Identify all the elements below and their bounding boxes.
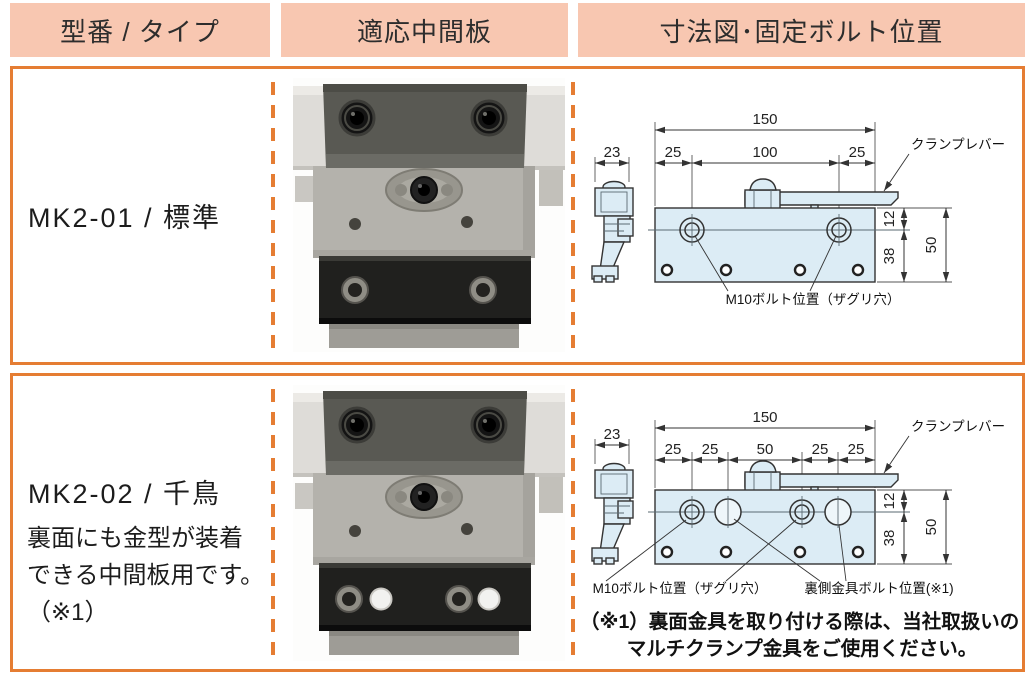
side-view xyxy=(591,180,634,283)
left-tab xyxy=(295,483,317,509)
header-col-model-type: 型番 / タイプ xyxy=(10,3,270,57)
header-col-plate: 適応中間板 xyxy=(281,3,568,57)
dim-12-label: 12 xyxy=(881,493,898,510)
dimension-drawing-mk2-02: 150 23 25 25 50 25 25 xyxy=(591,409,1005,596)
description-line-2: できる中間板用です。 xyxy=(27,562,265,589)
dim-25b-label: 25 xyxy=(849,144,866,161)
dim-38-label: 38 xyxy=(881,248,898,265)
m10-bolt-hole-right xyxy=(826,214,852,246)
small-hole-3 xyxy=(793,263,807,277)
divider-row1-col1 xyxy=(271,82,275,352)
through-hole-left xyxy=(369,587,393,611)
m10-leader-1 xyxy=(605,519,687,582)
m10-bolt-hole-left xyxy=(679,214,705,246)
center-oval-bolt xyxy=(385,168,463,212)
m10-leader-left xyxy=(694,235,729,292)
bottom-tongue xyxy=(329,324,519,348)
intermediate-plate-photo-staggered xyxy=(293,385,565,661)
dim-23-label: 23 xyxy=(604,426,621,443)
dim-150-label: 150 xyxy=(752,409,777,426)
small-hole-right xyxy=(461,523,473,535)
footnote-line-2: マルチクランプ金具をご使用ください。 xyxy=(626,638,978,660)
divider-row2-col2 xyxy=(571,389,575,659)
right-tab xyxy=(539,477,563,513)
dimension-drawing-mk2-01: 150 23 25 100 25 xyxy=(591,111,1005,307)
dim-23-label: 23 xyxy=(604,144,621,161)
through-hole-right xyxy=(477,587,501,611)
socket-screw-left xyxy=(338,406,376,444)
small-hole-2 xyxy=(719,545,733,559)
rear-bolt-label: 裏側金具ボルト位置(※1) xyxy=(804,581,953,596)
clamp-lever-label: クランプレバー xyxy=(911,137,1005,152)
dim-150-label: 150 xyxy=(752,111,777,128)
small-hole-left xyxy=(349,218,361,230)
small-hole-left xyxy=(349,525,361,537)
hex-nut-left xyxy=(335,585,363,613)
model-description: 裏面にも金型が装着 できる中間板用です。 （※1） xyxy=(27,520,279,631)
m10-bolt-label: M10ボルト位置（ザグリ穴） xyxy=(726,292,901,307)
intermediate-plate-photo-standard xyxy=(293,78,565,352)
dim-25a-label: 25 xyxy=(665,441,682,458)
divider-row2-col1 xyxy=(271,389,275,659)
m10-bolt-hole-1 xyxy=(679,496,705,528)
m10-leader-2 xyxy=(725,519,797,582)
footnote-line-1: （※1）裏面金具を取り付ける際は、当社取扱いの xyxy=(580,611,1020,633)
left-tab xyxy=(295,176,317,202)
clamp-lever-leader xyxy=(883,435,910,474)
dim-25c-label: 25 xyxy=(812,441,829,458)
model-name-mk2-02: MK2-02 / 千鳥 xyxy=(28,479,222,509)
right-tab xyxy=(539,170,563,206)
socket-screw-right xyxy=(470,406,508,444)
dim-25d-label: 25 xyxy=(848,441,865,458)
m10-leader-right xyxy=(809,235,837,292)
description-line-1: 裏面にも金型が装着 xyxy=(27,525,243,552)
dim-50-label: 50 xyxy=(923,519,940,536)
socket-screw-right xyxy=(470,99,508,137)
socket-screw-left xyxy=(338,99,376,137)
footnote: （※1）裏面金具を取り付ける際は、当社取扱いの マルチクランプ金具をご使用くださ… xyxy=(580,609,1024,663)
m10-bolt-label: M10ボルト位置（ザグリ穴） xyxy=(593,581,768,596)
small-hole-right xyxy=(461,216,473,228)
center-oval-bolt xyxy=(385,475,463,519)
m10-bolt-hole-2 xyxy=(789,496,815,528)
dim-50-label: 50 xyxy=(923,237,940,254)
hex-nut-right xyxy=(445,585,473,613)
dim-50-label-top: 50 xyxy=(757,441,774,458)
side-view xyxy=(591,462,634,565)
small-hole-2 xyxy=(719,263,733,277)
small-hole-1 xyxy=(660,545,674,559)
rear-leader-2 xyxy=(838,524,847,582)
dim-12-label: 12 xyxy=(881,211,898,228)
bottom-tongue xyxy=(329,631,519,655)
dim-100-label: 100 xyxy=(752,144,777,161)
divider-row1-col2 xyxy=(571,82,575,352)
small-hole-4 xyxy=(851,263,865,277)
hex-nut-left xyxy=(341,276,369,304)
hex-nut-right xyxy=(469,276,497,304)
dim-38-label: 38 xyxy=(881,530,898,547)
small-hole-1 xyxy=(660,263,674,277)
rear-leader-1 xyxy=(733,518,821,582)
header-col-dimensions: 寸法図･固定ボルト位置 xyxy=(578,3,1025,57)
model-name-mk2-01: MK2-01 / 標準 xyxy=(28,203,222,233)
dim-25b-label: 25 xyxy=(702,441,719,458)
clamp-lever-label: クランプレバー xyxy=(911,419,1005,434)
dim-25a-label: 25 xyxy=(665,144,682,161)
small-hole-4 xyxy=(851,545,865,559)
description-line-3: （※1） xyxy=(27,599,109,626)
clamp-lever-leader xyxy=(883,153,910,192)
small-hole-3 xyxy=(793,545,807,559)
